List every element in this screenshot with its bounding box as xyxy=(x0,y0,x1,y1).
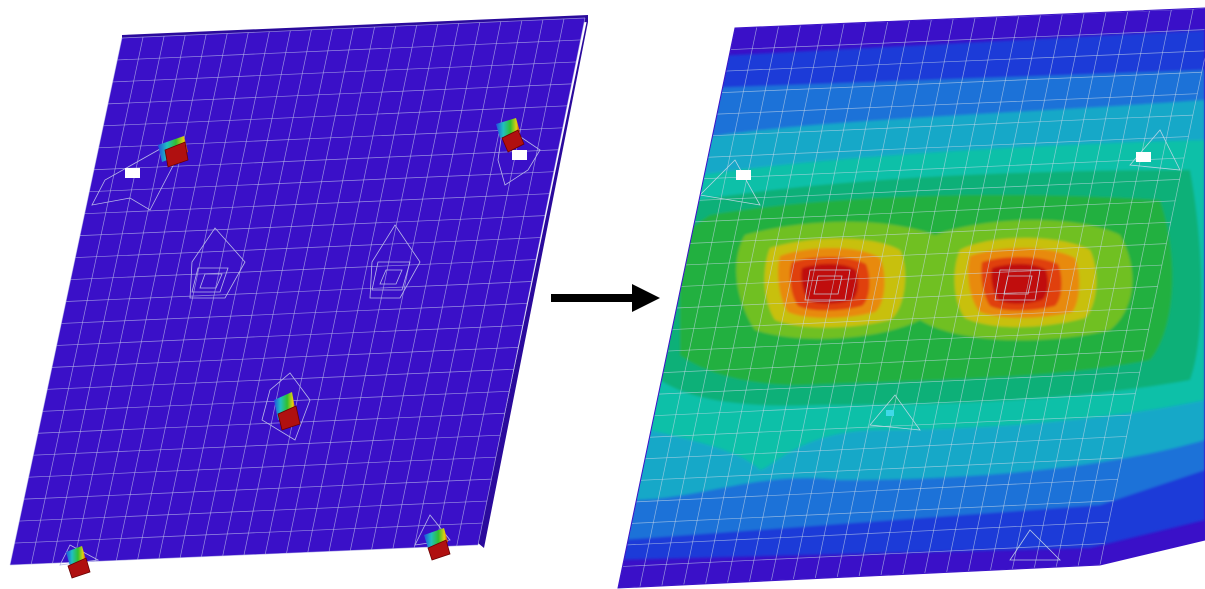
mesh-line-horizontal xyxy=(47,368,514,390)
mesh-line-horizontal xyxy=(712,114,1193,137)
mesh-line-horizontal xyxy=(662,350,1145,373)
left-plate-mesh-lines xyxy=(9,17,586,566)
support-block-body xyxy=(67,557,91,579)
mesh-line-horizontal xyxy=(716,93,1198,115)
arrow-shaft xyxy=(551,294,639,302)
mesh-line-horizontal xyxy=(107,83,572,105)
mesh-line-horizontal xyxy=(61,303,528,324)
left-plate-hole xyxy=(125,168,140,178)
mesh-line-horizontal xyxy=(676,286,1158,309)
mesh-line-horizontal xyxy=(685,243,1167,266)
support-block-bottom-right xyxy=(424,528,451,561)
mesh-line-horizontal xyxy=(89,171,554,193)
mesh-line-horizontal xyxy=(694,200,1176,223)
mesh-line-horizontal xyxy=(658,371,1140,395)
left-plate-right-edge xyxy=(478,15,588,548)
mesh-line-horizontal xyxy=(75,237,541,258)
support-block-top-left xyxy=(158,136,189,168)
mesh-line-horizontal xyxy=(93,149,559,171)
mesh-line-horizontal xyxy=(28,456,496,478)
mesh-line-horizontal xyxy=(112,61,577,83)
right-plate-refinement-zones xyxy=(699,129,1181,561)
mesh-line-horizontal xyxy=(698,179,1180,201)
mesh-line-horizontal xyxy=(622,543,1105,567)
right-plate-hole xyxy=(736,170,751,180)
mesh-line-horizontal xyxy=(84,193,550,215)
contour-fill-layer xyxy=(618,8,1205,588)
left-panel-plate-model xyxy=(9,15,588,579)
mesh-line-horizontal xyxy=(37,412,505,434)
mesh-line-horizontal xyxy=(626,521,1109,546)
right-plate-hole xyxy=(1136,152,1151,162)
mesh-line-horizontal xyxy=(644,436,1127,460)
mesh-line-horizontal xyxy=(635,478,1118,503)
mesh-line-horizontal xyxy=(680,264,1162,287)
mesh-line-horizontal xyxy=(689,221,1171,244)
mesh-line-horizontal xyxy=(649,414,1131,438)
mesh-line-horizontal xyxy=(70,259,536,280)
right-panel-contour-result xyxy=(617,7,1205,589)
mesh-line-horizontal xyxy=(725,50,1205,72)
mesh-line-horizontal xyxy=(19,500,487,522)
right-plate-outline xyxy=(617,7,1205,589)
support-block-bottom-left xyxy=(66,546,91,579)
support-block-body xyxy=(277,405,301,431)
support-block-body xyxy=(164,141,189,168)
mesh-line-horizontal xyxy=(65,281,532,302)
mesh-line-horizontal xyxy=(667,328,1149,352)
mesh-line-horizontal xyxy=(33,434,501,456)
mesh-line-horizontal xyxy=(653,393,1136,417)
mesh-line-horizontal xyxy=(121,17,586,39)
mesh-line-horizontal xyxy=(703,157,1185,180)
mesh-line-horizontal xyxy=(671,307,1154,330)
mesh-line-horizontal xyxy=(640,457,1123,481)
mesh-line-horizontal xyxy=(721,71,1202,93)
mesh-line-horizontal xyxy=(56,325,523,346)
transition-arrow xyxy=(551,284,660,312)
mesh-line-horizontal xyxy=(730,29,1205,50)
mesh-line-horizontal xyxy=(631,500,1114,524)
mesh-line-horizontal xyxy=(117,39,581,61)
left-plate-hole xyxy=(512,150,527,160)
mesh-line-horizontal xyxy=(23,478,492,500)
mesh-line-horizontal xyxy=(103,105,568,127)
support-block-top-right xyxy=(496,118,525,153)
support-block-body xyxy=(427,539,451,561)
mesh-line-horizontal xyxy=(51,347,519,368)
mesh-line-horizontal xyxy=(79,215,545,236)
arrow-head xyxy=(632,284,660,312)
support-block-body xyxy=(501,129,525,153)
support-block-center xyxy=(274,392,301,431)
mesh-line-horizontal xyxy=(14,522,483,544)
mesh-line-horizontal xyxy=(707,136,1189,158)
right-plate-hole xyxy=(886,410,894,416)
